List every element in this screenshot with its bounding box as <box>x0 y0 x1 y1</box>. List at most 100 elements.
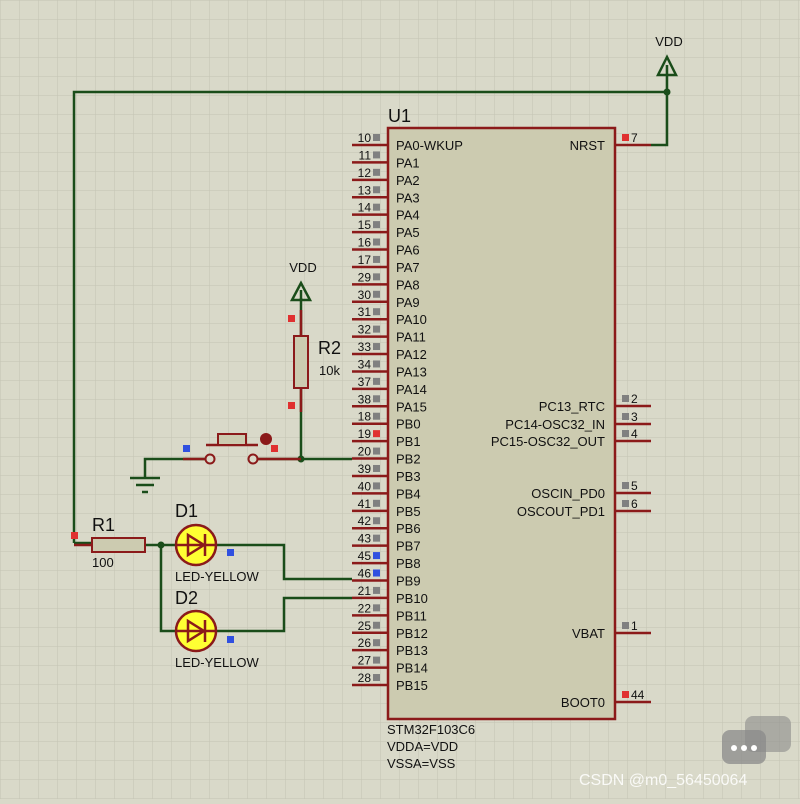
pin-number: 32 <box>358 323 372 337</box>
wires <box>72 75 669 633</box>
pin-name: PB14 <box>396 661 428 676</box>
pin-name: PA9 <box>396 295 420 310</box>
led-d2[interactable]: D2 LED-YELLOW <box>174 588 260 670</box>
pin-number: 34 <box>358 357 372 371</box>
push-button[interactable] <box>183 433 301 465</box>
pin-name: PB11 <box>396 608 427 623</box>
pin-number: 12 <box>358 166 372 180</box>
pin-name: PA0-WKUP <box>396 138 463 153</box>
pin-marker <box>373 255 380 263</box>
chat-bubbles-icon[interactable] <box>722 716 791 764</box>
pin-number: 25 <box>358 619 372 633</box>
pin-marker <box>622 413 629 420</box>
pin-marker <box>373 186 380 194</box>
pin-number: 2 <box>631 392 638 406</box>
pin-number: 29 <box>358 270 372 284</box>
pin-marker <box>373 377 380 385</box>
pin-marker <box>373 343 380 351</box>
d1-ref: D1 <box>175 501 198 521</box>
pin-number: 3 <box>631 410 638 424</box>
resistor-r1[interactable]: R1 100 <box>71 515 146 570</box>
pin-number: 19 <box>358 427 372 441</box>
pin-marker <box>373 273 380 281</box>
pin-name: VBAT <box>572 626 605 641</box>
pin-number: 37 <box>358 375 372 389</box>
vdd-terminal-r2[interactable]: VDD <box>289 260 317 302</box>
ground-terminal[interactable] <box>130 476 160 494</box>
pin-marker <box>373 203 380 211</box>
vdd-terminal-top[interactable]: VDD <box>655 34 683 77</box>
r2-ref: R2 <box>318 338 341 358</box>
pin-marker <box>622 622 629 629</box>
pin-number: 31 <box>358 305 372 319</box>
r1-value: 100 <box>92 555 114 570</box>
pin-name: PA6 <box>396 243 420 258</box>
pin-number: 28 <box>358 671 372 685</box>
pin-marker <box>373 586 380 594</box>
pin-marker <box>373 412 380 420</box>
vdd-label: VDD <box>655 34 682 49</box>
pin-name: NRST <box>570 138 605 153</box>
d2-value: LED-YELLOW <box>175 655 260 670</box>
junction-dot <box>157 541 165 549</box>
pin-name: PB12 <box>396 626 428 641</box>
pin-number: 7 <box>631 131 638 145</box>
r2-value: 10k <box>319 363 340 378</box>
pin-number: 41 <box>358 497 372 511</box>
pin-marker <box>373 360 380 368</box>
pin-name: PB7 <box>396 539 421 554</box>
pin-name: PC15-OSC32_OUT <box>491 434 605 449</box>
pin-name: PA11 <box>396 330 426 345</box>
wire-d2-pb9 <box>216 596 352 633</box>
pin-marker <box>373 430 380 438</box>
pin-name: PA13 <box>396 364 427 379</box>
pin-number: 1 <box>631 619 638 633</box>
resistor-r2[interactable]: R2 10k <box>288 310 341 412</box>
pin-name: PB8 <box>396 556 421 571</box>
led-d1[interactable]: D1 LED-YELLOW <box>174 501 260 584</box>
